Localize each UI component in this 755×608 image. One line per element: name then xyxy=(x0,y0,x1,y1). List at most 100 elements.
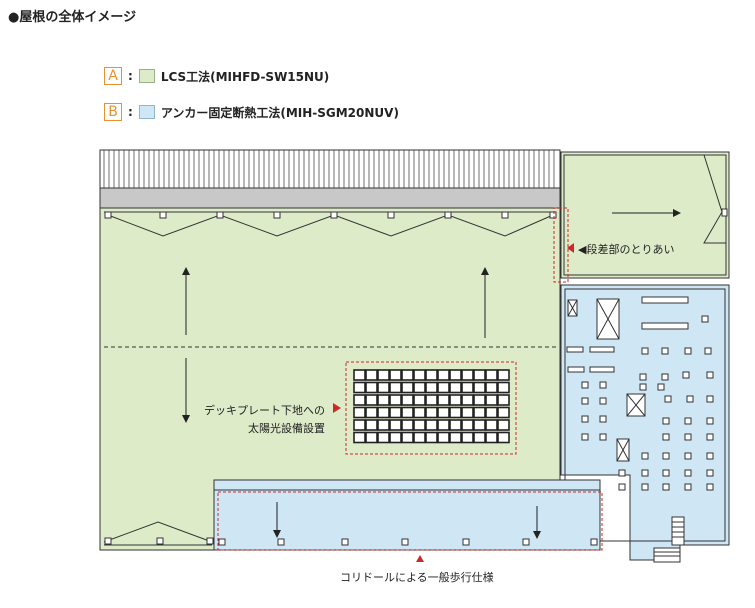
legend-item-a: A : LCS工法(MIHFD-SW15NU) xyxy=(104,66,329,86)
step-marker xyxy=(553,207,569,283)
solar-panel xyxy=(473,394,486,406)
solar-panel xyxy=(401,406,414,419)
solar-panel xyxy=(389,406,402,419)
solar-panel xyxy=(353,369,366,381)
solar-panel xyxy=(389,369,402,381)
rooftop-equipment xyxy=(704,347,712,355)
rooftop-equipment xyxy=(664,395,672,403)
solar-panel xyxy=(437,419,450,431)
rooftop-equipment xyxy=(662,469,670,477)
bolt xyxy=(216,211,224,219)
rooftop-equipment xyxy=(581,397,589,405)
bolt xyxy=(401,538,409,546)
solar-panel xyxy=(377,369,390,381)
bolt xyxy=(444,211,452,219)
solar-panel xyxy=(437,406,450,419)
bolt xyxy=(104,211,112,219)
solar-panel xyxy=(425,381,438,394)
legend-colon: : xyxy=(128,105,133,119)
rooftop-equipment xyxy=(581,415,589,423)
solar-panel xyxy=(353,394,366,406)
rooftop-equipment xyxy=(581,433,589,441)
legend-badge-a: A xyxy=(104,67,122,85)
rooftop-equipment xyxy=(641,469,649,477)
bolt xyxy=(159,211,167,219)
legend-swatch-b xyxy=(138,105,155,119)
rooftop-equipment xyxy=(641,452,649,460)
solar-panel xyxy=(485,406,498,419)
solar-panel xyxy=(401,394,414,406)
solar-panel xyxy=(353,431,366,444)
solar-panel xyxy=(365,419,378,431)
solar-panel xyxy=(449,394,462,406)
solar-panel xyxy=(365,431,378,444)
solar-panel xyxy=(485,419,498,431)
solar-panel xyxy=(449,381,462,394)
corridor-pointer xyxy=(416,555,424,562)
solar-panel xyxy=(365,369,378,381)
rooftop-equipment xyxy=(639,373,647,381)
solar-label-1: デッキプレート下地への xyxy=(204,404,325,417)
rooftop-equipment xyxy=(662,417,670,425)
corridor-marker xyxy=(217,491,603,551)
solar-panel xyxy=(461,394,474,406)
rooftop-equipment xyxy=(706,371,714,379)
bolt xyxy=(156,537,164,545)
solar-panel xyxy=(497,381,510,394)
corridor-label: コリドールによる一般歩行仕様 xyxy=(340,571,494,584)
solar-panel xyxy=(425,431,438,444)
rooftop-equipment xyxy=(662,483,670,491)
solar-panel xyxy=(413,369,426,381)
solar-panel xyxy=(497,394,510,406)
legend-colon: : xyxy=(128,69,133,83)
solar-panel xyxy=(413,406,426,419)
rooftop-equipment xyxy=(706,417,714,425)
rooftop-equipment xyxy=(661,373,669,381)
solar-panel xyxy=(425,369,438,381)
rooftop-equipment xyxy=(684,452,692,460)
rooftop-equipment xyxy=(684,469,692,477)
roof-edge-hatch xyxy=(99,149,561,209)
solar-panel xyxy=(449,419,462,431)
solar-panel xyxy=(377,419,390,431)
solar-panel xyxy=(497,406,510,419)
step-pointer xyxy=(567,243,574,253)
rooftop-equipment xyxy=(589,366,615,373)
bolt xyxy=(206,537,214,545)
rooftop-equipment xyxy=(657,383,665,391)
rooftop-equipment xyxy=(641,347,649,355)
solar-panel xyxy=(461,381,474,394)
rooftop-equipment xyxy=(706,469,714,477)
solar-panel xyxy=(401,431,414,444)
page-title: ●屋根の全体イメージ xyxy=(8,10,137,25)
solar-panel xyxy=(377,394,390,406)
solar-panel xyxy=(485,431,498,444)
bolt xyxy=(590,538,598,546)
solar-marker xyxy=(345,361,517,455)
rooftop-equipment xyxy=(589,346,615,353)
bolt xyxy=(330,211,338,219)
solar-panel xyxy=(365,406,378,419)
solar-panel xyxy=(473,419,486,431)
bolt xyxy=(218,538,226,546)
legend-item-b: B : アンカー固定断熱工法(MIH-SGM20NUV) xyxy=(104,102,399,122)
solar-panel xyxy=(425,406,438,419)
solar-panel xyxy=(449,406,462,419)
solar-panel xyxy=(389,394,402,406)
solar-panel xyxy=(497,419,510,431)
bolt xyxy=(277,538,285,546)
solar-label-2: 太陽光設備設置 xyxy=(248,422,325,435)
rooftop-equipment xyxy=(639,383,647,391)
legend-label-a: LCS工法(MIHFD-SW15NU) xyxy=(160,69,330,84)
solar-panel xyxy=(461,369,474,381)
solar-panel xyxy=(461,419,474,431)
rooftop-equipment xyxy=(641,483,649,491)
solar-panel xyxy=(473,381,486,394)
solar-panel xyxy=(353,406,366,419)
solar-panel xyxy=(425,394,438,406)
rooftop-equipment xyxy=(684,483,692,491)
bolt xyxy=(273,211,281,219)
solar-panel xyxy=(413,419,426,431)
solar-panel xyxy=(377,381,390,394)
solar-panel xyxy=(353,419,366,431)
